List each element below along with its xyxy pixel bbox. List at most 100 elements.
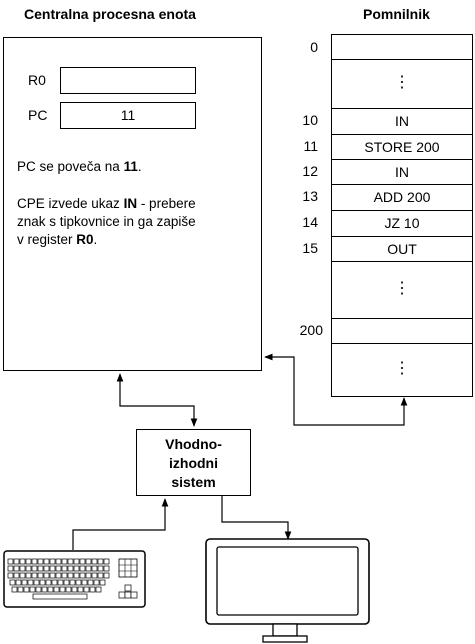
cpu-memory-connector [264,353,408,426]
keyboard-key [103,565,110,572]
keyboard-key [103,558,110,565]
keyboard-key [87,579,94,586]
keyboard-key [97,572,104,579]
keyboard-key [37,572,44,579]
keyboard-key [67,572,74,579]
keyboard-key [33,579,40,586]
keyboard-key [7,558,14,565]
keyboard-key [77,586,84,593]
keyboard-key [15,579,22,586]
keyboard-key [79,572,86,579]
keyboard-key [53,586,60,593]
keyboard-key [81,579,88,586]
keyboard-spacebar [32,593,88,600]
keyboard-key [19,572,26,579]
keyboard-key [75,579,82,586]
keyboard-key [49,565,56,572]
register-pc-value: 11 [60,102,196,129]
register-r0-value [60,67,196,94]
memory-address: 14 [302,214,318,230]
keyboard-key [91,565,98,572]
keyboard-key [11,586,18,593]
keyboard-key [97,565,104,572]
keyboard-key [27,579,34,586]
keyboard-key [7,572,14,579]
memory-address: 0 [310,39,318,55]
keyboard-key [7,565,14,572]
keyboard-key [19,558,26,565]
keyboard-key [31,565,38,572]
keyboard-key [31,572,38,579]
keyboard-key [13,565,20,572]
keyboard-key [45,579,52,586]
keyboard-key [71,586,78,593]
keyboard-key [61,565,68,572]
cpu-description-2: CPE izvede ukaz IN - prebere znak s tipk… [17,196,196,247]
io-system-box: Vhodno- izhodni sistem [136,429,251,496]
keyboard-key [49,558,56,565]
memory-cell: IN [331,108,473,135]
keyboard-key [67,565,74,572]
keyboard-key [85,572,92,579]
memory-cell: OUT [331,236,473,262]
memory-title: Pomnilnik [363,6,430,22]
keyboard-key [89,586,96,593]
keyboard-key [85,558,92,565]
cpu-io-connector [116,373,198,427]
cpu-description-1: PC se poveča na 11. [17,159,142,174]
keyboard-key [73,565,80,572]
register-r0-label: R0 [28,72,46,88]
keyboard-key [25,558,32,565]
memory-cell: IN [331,159,473,185]
memory-cell [331,318,473,344]
keyboard-key [37,565,44,572]
keyboard-key [9,579,16,586]
keyboard-key [35,586,42,593]
memory-address: 11 [303,138,318,154]
keyboard-key [73,572,80,579]
keyboard-key [43,565,50,572]
memory-ellipsis: ⋮ [331,261,473,319]
keyboard-key [67,558,74,565]
keyboard-key [83,586,90,593]
keyboard-key [41,586,48,593]
keyboard-key [73,558,80,565]
keyboard-key [91,558,98,565]
io-system-label: izhodni [169,455,218,471]
memory-cell: JZ 10 [331,210,473,237]
memory-ellipsis: ⋮ [331,343,473,397]
keyboard-io-connector [72,498,169,550]
keyboard-key [61,558,68,565]
keyboard-key [43,572,50,579]
keyboard-key [17,586,24,593]
keyboard-key [25,572,32,579]
keyboard-key [49,572,56,579]
keyboard-key [13,558,20,565]
cpu-title: Centralna procesna enota [24,6,196,22]
keyboard-key [31,558,38,565]
keyboard-key [37,558,44,565]
keyboard-icon [3,550,146,608]
keyboard-key [13,572,20,579]
keyboard-key [97,558,104,565]
monitor-icon [205,538,370,643]
memory-address: 13 [302,188,318,204]
keyboard-key [65,586,72,593]
keyboard-key [93,579,100,586]
memory-address: 10 [302,112,318,128]
keyboard-key [69,579,76,586]
keyboard-key [55,558,62,565]
keyboard-key [39,579,46,586]
keyboard-key [29,586,36,593]
io-system-label: sistem [171,474,216,490]
keyboard-key [63,579,70,586]
keyboard-key [85,565,92,572]
memory-address: 12 [302,163,318,179]
keyboard-key [21,579,28,586]
keyboard-key [99,579,106,586]
keyboard-key [95,586,102,593]
memory-cell [331,34,473,60]
keyboard-key [79,558,86,565]
memory-cell: STORE 200 [331,134,473,160]
